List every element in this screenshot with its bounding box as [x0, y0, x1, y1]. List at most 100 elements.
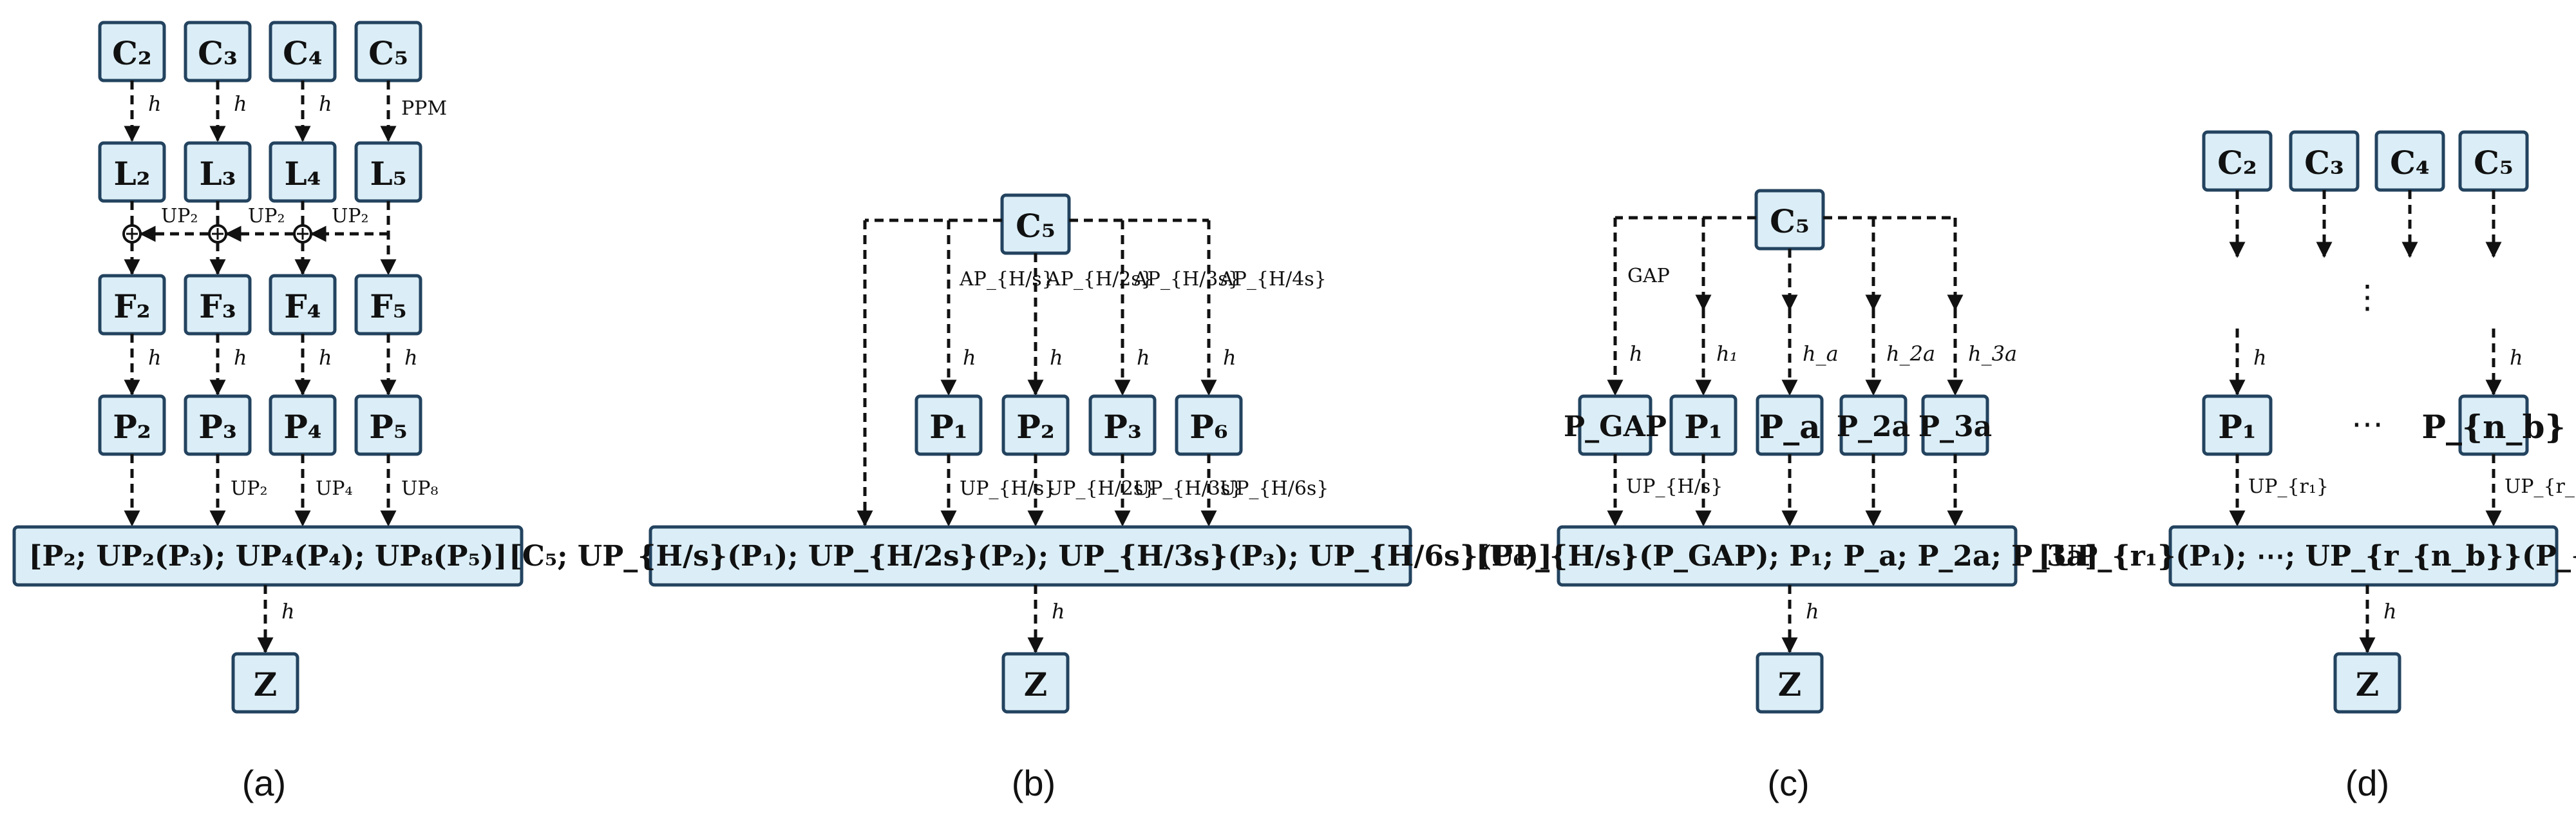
edge-label-b-h1: h — [963, 345, 976, 370]
node-b-p2-label: P₂ — [1016, 408, 1055, 446]
edge-label-b-ap2: AP_{H/2s} — [1046, 268, 1153, 291]
node-b-p1-label: P₁ — [929, 408, 968, 446]
node-a-l3-label: L₃ — [199, 155, 236, 193]
node-a-l4-label: L₄ — [284, 155, 321, 193]
edge-label-b-h5: h — [1052, 599, 1065, 624]
panel-c-label: (c) — [1767, 763, 1809, 803]
edge-label-a-h2: h — [234, 91, 247, 116]
node-a-l2-label: L₂ — [113, 155, 150, 193]
node-c-p2a-label: P_2a — [1837, 410, 1910, 443]
edge-label-b-up1: UP_{H/s} — [960, 477, 1056, 500]
edge-label-a-up4: UP₄ — [316, 477, 353, 500]
edge-label-b-ap3: AP_{H/3s} — [1133, 268, 1240, 291]
ellipsis-icon: ⋮ — [2351, 278, 2383, 316]
edge-label-b-ap4: AP_{H/4s} — [1219, 268, 1327, 291]
node-a-f3-label: F₃ — [199, 287, 236, 325]
edge-label-d-urnb: UP_{r_{n_b}} — [2505, 475, 2576, 498]
node-a-f4-label: F₄ — [284, 287, 321, 325]
edge-label-c-up1: UP_{H/s} — [1626, 475, 1723, 498]
edge-label-a-up2-3: UP₂ — [332, 205, 369, 227]
edge-label-a-up2-2: UP₂ — [248, 205, 285, 227]
edge-label-a-up2: UP₂ — [231, 477, 268, 500]
node-c-pgap-label: P_GAP — [1564, 410, 1667, 443]
node-b-z-label: Z — [1024, 665, 1048, 703]
edge-label-b-h4: h — [1223, 345, 1236, 370]
node-b-p3-label: P₃ — [1103, 408, 1142, 446]
node-d-z — [2333, 652, 2401, 714]
sum-icon — [122, 224, 142, 244]
node-c-p3a-label: P_3a — [1918, 410, 1992, 443]
node-a-p2-label: P₂ — [113, 408, 151, 446]
edge-label-c-ha: h_a — [1803, 341, 1839, 366]
node-a-z — [231, 652, 299, 714]
edge-label-c-hz: h — [1806, 599, 1819, 624]
node-d-pnb-label: P_{n_b} — [2421, 408, 2565, 446]
sum-icon — [293, 224, 312, 244]
node-d-c5-label: C₅ — [2474, 144, 2514, 182]
node-c-concat — [1557, 525, 2018, 587]
edge-label-b-h3: h — [1137, 345, 1150, 370]
node-a-c2-label: C₂ — [112, 34, 152, 72]
edge-label-a-h4: h — [148, 345, 162, 370]
node-c-z-label: Z — [1778, 665, 1802, 703]
edge-label-a-h5: h — [234, 345, 247, 370]
edge-label-b-h2: h — [1050, 345, 1063, 370]
node-b-z — [1001, 652, 1070, 714]
edge-label-a-up2-1: UP₂ — [161, 205, 198, 227]
node-d-z-label: Z — [2356, 665, 2380, 703]
node-c-c5-label: C₅ — [1770, 202, 1810, 240]
node-a-c3-label: C₃ — [198, 34, 238, 72]
edge-label-b-up6: UP_{H/6s} — [1220, 477, 1329, 500]
node-c-concat-label: [UP_{H/s}(P_GAP); P₁; P_a; P_2a; P_3a] — [1476, 540, 2098, 573]
edge-label-d-hz: h — [2383, 599, 2397, 624]
node-a-concat-label: [P₂; UP₂(P₃); UP₄(P₄); UP₈(P₅)] — [29, 540, 507, 573]
panel-b: C₅ AP_{H/s} AP_{H/2s} AP_{H/3s} AP_{H/4s… — [509, 193, 1552, 803]
edge-label-d-h1: h — [2253, 345, 2267, 370]
panel-a-label: (a) — [242, 763, 286, 803]
node-b-concat-label: [C₅; UP_{H/s}(P₁); UP_{H/2s}(P₂); UP_{H/… — [509, 540, 1552, 573]
edge-label-b-ap1: AP_{H/s} — [959, 268, 1054, 291]
node-a-z-label: Z — [254, 665, 278, 703]
node-a-c5-label: C₅ — [368, 34, 408, 72]
edge-label-c-h2a: h_2a — [1886, 341, 1935, 366]
panel-d-label: (d) — [2345, 763, 2389, 803]
edge-label-c-h3a: h_3a — [1968, 341, 2017, 366]
edge-label-c-h: h — [1629, 341, 1643, 366]
edge-label-a-h7: h — [404, 345, 418, 370]
node-d-concat-label: [UP_{r₁}(P₁); ⋯; UP_{r_{n_b}}(P_{n_b})] — [2038, 540, 2576, 573]
edge-label-a-ppm: PPM — [401, 97, 447, 120]
node-a-concat — [12, 525, 524, 587]
edge-label-a-h8: h — [281, 599, 295, 624]
edge-label-c-h1: h₁ — [1716, 341, 1738, 366]
edge-label-a-h6: h — [319, 345, 332, 370]
panel-d: C₂ C₃ C₄ C₅ ⋮ h h P₁ ⋯ P_{n_b} UP_{r₁} U… — [2038, 130, 2576, 803]
node-a-p5-label: P₅ — [369, 408, 408, 446]
node-b-c5-label: C₅ — [1016, 207, 1056, 245]
node-b-concat — [649, 525, 1412, 587]
node-d-concat — [2168, 525, 2559, 587]
node-a-f2-label: F₂ — [113, 287, 150, 325]
panel-b-label: (b) — [1012, 763, 1056, 803]
node-c-z — [1756, 652, 1824, 714]
node-a-p3-label: P₃ — [198, 408, 237, 446]
edge-label-a-h3: h — [319, 91, 332, 116]
node-d-c2-label: C₂ — [2217, 144, 2257, 182]
edge-label-a-h1: h — [148, 91, 162, 116]
node-c-p1-label: P₁ — [1684, 408, 1723, 446]
panel-c: C₅ GAP h h₁ h_a h_2a h_3a P_GAP P₁ P_a P… — [1476, 189, 2098, 803]
node-a-l5-label: L₅ — [370, 155, 406, 193]
panel-a: C₂ C₃ C₄ C₅ h h h PPM L₂ L₃ L₄ L₅ UP₂ — [12, 21, 524, 803]
node-d-c4-label: C₄ — [2390, 144, 2430, 182]
node-b-p6-label: P₆ — [1189, 408, 1228, 446]
node-c-pa-label: P_a — [1759, 408, 1821, 446]
edge-label-b-up2: UP_{H/2s} — [1046, 477, 1155, 500]
edge-label-d-ur1: UP_{r₁} — [2248, 475, 2329, 498]
edge-label-c-gap: GAP — [1627, 265, 1670, 287]
node-a-p4-label: P₄ — [283, 408, 322, 446]
node-a-f5-label: F₅ — [370, 287, 406, 325]
edge-label-d-h2: h — [2510, 345, 2523, 370]
ellipsis-icon: ⋯ — [2351, 405, 2383, 443]
node-a-c4-label: C₄ — [283, 34, 323, 72]
sum-icon — [208, 224, 227, 244]
